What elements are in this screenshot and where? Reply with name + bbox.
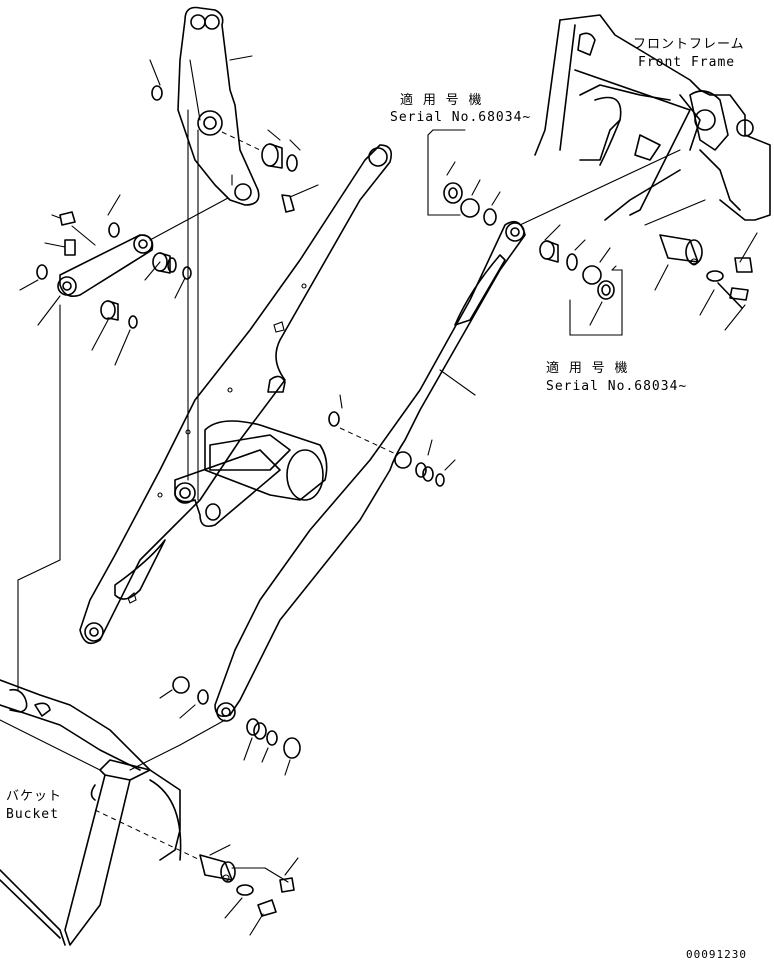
bucket-pin-assembly [199, 844, 299, 936]
arm-bottom-pin-parts [129, 676, 301, 776]
link-rod [17, 194, 229, 691]
serial-mid-label-jp: 適 用 号 機 [546, 360, 628, 376]
serial-bracket-top [427, 129, 501, 226]
link-bushings [91, 252, 192, 366]
serial-top-label-jp: 適 用 号 機 [400, 92, 482, 108]
serial-mid-label-en: Serial No.68034~ [546, 379, 687, 394]
drawing-number: 00091230 [686, 948, 747, 961]
front-frame-label-jp: フロントフレーム [633, 37, 745, 52]
bellcrank-pin-parts [221, 129, 319, 213]
arm-middle-pin-parts [328, 394, 456, 487]
bucket [0, 679, 201, 946]
arm-top-pin-parts [539, 224, 623, 336]
cross-tube [174, 420, 328, 528]
frame-pin-assembly [659, 234, 753, 309]
bucket-label-en: Bucket [6, 807, 59, 822]
bucket-label-jp: バケット [6, 789, 62, 804]
frame-leader-lines [519, 149, 758, 331]
bellcrank [149, 6, 260, 501]
lift-arm-right [214, 220, 526, 722]
serial-top-label-en: Serial No.68034~ [390, 110, 531, 125]
front-frame [534, 14, 771, 221]
lift-arm [79, 144, 393, 645]
front-frame-label-en: Front Frame [638, 55, 735, 70]
